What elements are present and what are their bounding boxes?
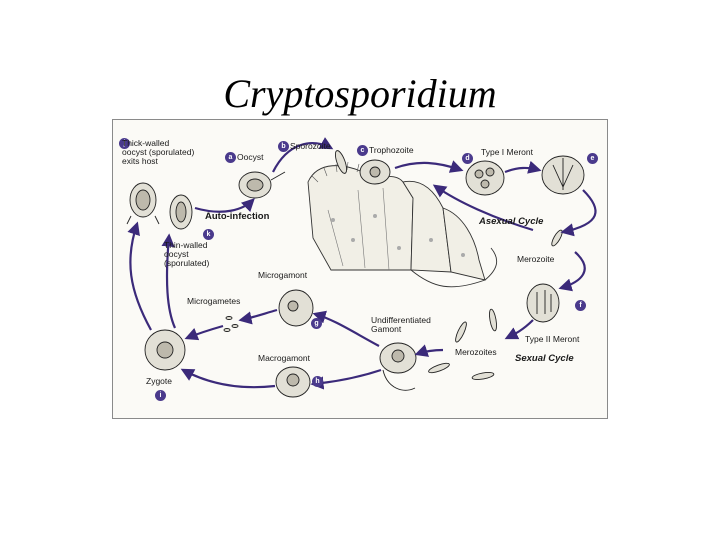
life-cycle-diagram: j Thick-walled oocyst (sporulated) exits… xyxy=(112,119,608,419)
arrow-macrogamont-to-zygote xyxy=(180,368,276,389)
label-zygote: Zygote xyxy=(146,376,172,386)
label-macrogamont: Macrogamont xyxy=(258,353,310,363)
zygote-cell xyxy=(144,329,186,371)
badge-b: b xyxy=(278,141,289,152)
undifferentiated-gamont-cell xyxy=(379,342,417,391)
label-merozoite: Merozoite xyxy=(517,254,555,264)
sporozoite-cell xyxy=(334,150,348,174)
macrogamont-cell xyxy=(275,366,311,398)
life-cycle-drawing xyxy=(126,137,597,398)
arrow-microgamont-to-microgametes xyxy=(238,308,278,325)
badge-g: g xyxy=(311,318,322,329)
label-thick-walled-oocyst: Thick-walled oocyst (sporulated) exits h… xyxy=(122,138,195,166)
label-type-ii-meront: Type II Meront xyxy=(525,334,580,344)
arrow-meront-i-to-e xyxy=(504,160,542,174)
thin-walled-oocyst-cell xyxy=(169,194,193,230)
arrow-merozoite-to-meront-ii xyxy=(558,251,586,292)
oocyst-cell xyxy=(238,171,286,199)
slide-title: Cryptosporidium xyxy=(223,71,497,116)
arrow-microgametes-to-zygote xyxy=(184,324,224,341)
intestinal-epithelium xyxy=(307,161,498,288)
arrow-auto-infection xyxy=(194,198,255,213)
badge-h: h xyxy=(312,376,323,387)
badge-a: a xyxy=(225,152,236,163)
badge-i: i xyxy=(155,390,166,401)
label-auto-infection: Auto-infection xyxy=(205,211,270,222)
label-type-i-meront: Type I Meront xyxy=(481,147,533,157)
arrow-meront-ii-to-merozoites xyxy=(504,319,534,340)
label-sporozoite: Sporozoite xyxy=(290,141,331,151)
label-merozoites: Merozoites xyxy=(455,347,497,357)
thick-walled-oocyst-cell xyxy=(126,182,160,225)
badge-f: f xyxy=(575,300,586,311)
badge-k: k xyxy=(203,229,214,240)
merozoites-cells xyxy=(428,308,497,380)
label-microgamont: Microgamont xyxy=(258,270,308,280)
stage-cells xyxy=(126,150,585,398)
arrow-gamont-to-macrogamont xyxy=(310,368,382,390)
label-undifferentiated-gamont: Undifferentiated Gamont xyxy=(371,315,431,334)
badge-e: e xyxy=(587,153,598,164)
label-asexual-cycle: Asexual Cycle xyxy=(479,216,544,227)
arrow-e-to-asexual xyxy=(560,189,597,237)
type-i-meront-cell xyxy=(465,160,505,196)
arrow-asexual-return xyxy=(432,184,534,232)
arrow-merozoites-to-gamont xyxy=(414,344,444,357)
label-trophozoite: Trophozoite xyxy=(369,145,414,155)
arrow-oocyst-to-sporozoite xyxy=(272,137,334,173)
label-oocyst: Oocyst xyxy=(237,152,264,162)
trophozoite-cell xyxy=(359,159,391,185)
merozoite-cell xyxy=(551,229,563,247)
label-sexual-cycle: Sexual Cycle xyxy=(515,353,574,364)
stage-e-cell xyxy=(541,155,585,195)
arrow-gamont-to-microgamont xyxy=(312,310,380,347)
arrow-trophozoite-to-meront-i xyxy=(394,160,464,173)
badge-d: d xyxy=(462,153,473,164)
arrow-zygote-to-thick-oocyst xyxy=(127,221,152,331)
microgametes-cells xyxy=(223,316,239,332)
type-ii-meront-cell xyxy=(526,283,560,323)
badge-j: j xyxy=(119,138,130,149)
badge-c: c xyxy=(357,145,368,156)
label-microgametes: Microgametes xyxy=(187,296,241,306)
microgamont-cell xyxy=(278,289,314,327)
label-thin-walled-oocyst: Thin-walled oocyst (sporulated) xyxy=(164,240,210,268)
arrow-zygote-to-thin-oocyst xyxy=(161,233,177,329)
